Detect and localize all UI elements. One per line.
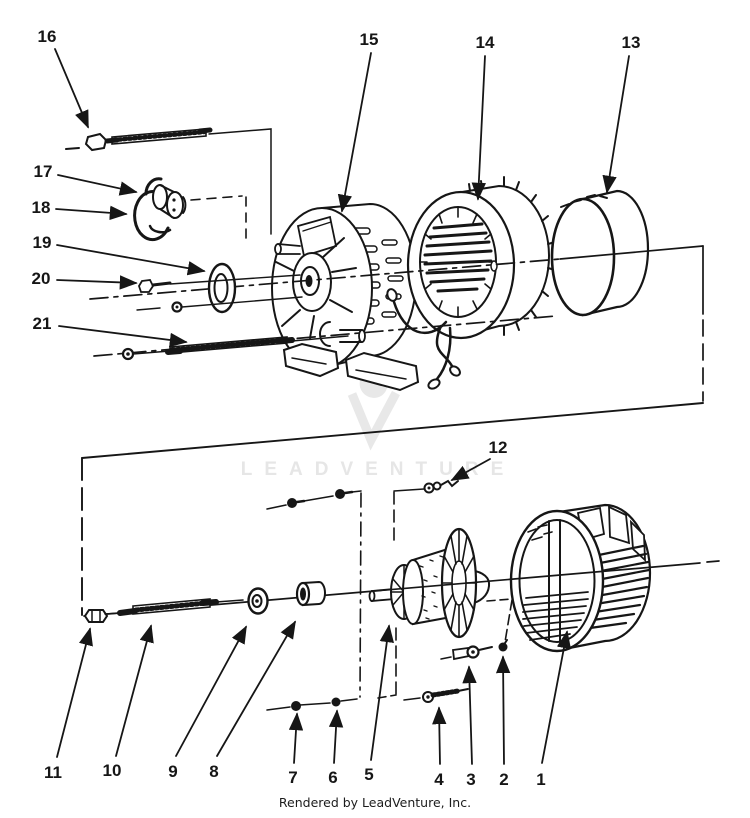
leader-3	[462, 665, 477, 765]
callout-label-20: 20	[32, 269, 51, 288]
leader-21	[58, 325, 188, 348]
callout-label-2: 2	[499, 770, 508, 789]
callout-label-21: 21	[33, 314, 52, 333]
leader-13	[602, 55, 630, 194]
leader-17	[57, 174, 138, 196]
part-through-bolt-illustration	[121, 335, 349, 361]
leader-14	[471, 55, 486, 201]
leader-20	[56, 275, 138, 290]
leader-16	[54, 48, 89, 129]
callout-label-9: 9	[168, 762, 177, 781]
callout-label-14: 14	[476, 33, 495, 52]
leader-5	[370, 624, 394, 761]
leader-4	[432, 706, 447, 765]
part-clip-illustration	[393, 479, 459, 547]
part-screw-4-illustration	[377, 627, 469, 703]
callout-label-6: 6	[328, 768, 337, 787]
part-threaded-rod-illustration	[104, 598, 244, 616]
callout-label-19: 19	[33, 233, 52, 252]
part-bolt-2-illustration	[486, 598, 513, 652]
leader-7	[288, 712, 304, 764]
callout-label-18: 18	[32, 198, 51, 217]
callout-label-17: 17	[34, 162, 53, 181]
part-bolt-16-illustration	[84, 127, 213, 152]
part-shaft-collar-illustration	[133, 177, 187, 242]
callout-label-15: 15	[360, 30, 379, 49]
part-bolt-3-illustration	[440, 645, 493, 661]
part-stator-illustration	[386, 176, 556, 390]
callout-label-3: 3	[466, 770, 475, 789]
part-ring-illustration	[207, 262, 237, 314]
leadventure-watermark: LEADVENTURE	[241, 356, 516, 480]
part-spacer-illustration	[295, 580, 326, 607]
callout-label-12: 12	[489, 438, 508, 457]
mounting-bolts-group	[266, 489, 362, 711]
leader-10	[115, 624, 154, 757]
callout-label-11: 11	[44, 763, 62, 782]
leader-6	[328, 709, 344, 764]
leader-11	[56, 627, 93, 758]
part-blower-wheel-illustration	[509, 503, 652, 653]
leader-1	[541, 630, 572, 764]
leader-9	[175, 625, 247, 757]
v-logo-icon	[347, 390, 400, 451]
leader-12	[450, 458, 491, 481]
part-motor-housing-illustration	[271, 202, 420, 392]
leader-2	[495, 655, 511, 765]
part-motor-bolts-illustration	[136, 274, 303, 313]
part-rotor-fan-illustration	[368, 527, 491, 639]
callout-label-10: 10	[103, 761, 122, 780]
leader-18	[55, 205, 128, 221]
callout-label-1: 1	[536, 770, 545, 789]
callout-label-5: 5	[364, 765, 373, 784]
callout-label-4: 4	[434, 770, 444, 789]
callout-leaders	[54, 48, 630, 765]
callout-label-16: 16	[38, 27, 57, 46]
part-hex-nut-illustration	[83, 609, 109, 623]
part-washer-illustration	[247, 587, 269, 615]
leader-8	[216, 620, 296, 757]
watermark-text: LEADVENTURE	[241, 459, 516, 480]
callout-label-7: 7	[288, 768, 297, 787]
footer-credit: Rendered by LeadVenture, Inc.	[279, 795, 471, 810]
callout-label-13: 13	[622, 33, 641, 52]
leader-15	[337, 52, 372, 213]
callout-label-8: 8	[209, 762, 218, 781]
leader-19	[56, 244, 206, 276]
